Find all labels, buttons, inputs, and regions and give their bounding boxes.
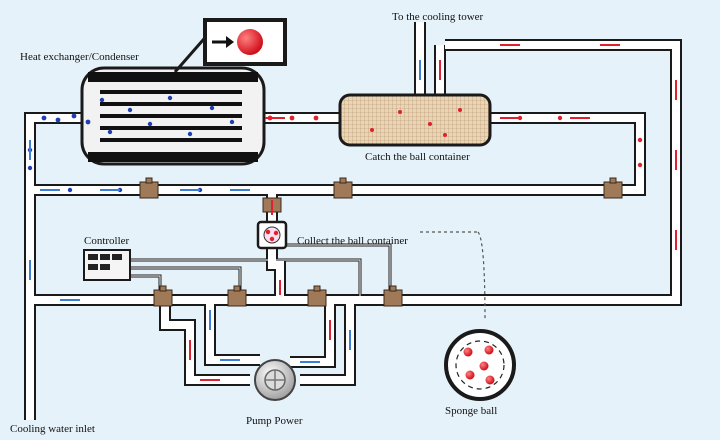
cooling-tower-label: To the cooling tower xyxy=(392,11,484,23)
blue-ball-icons xyxy=(27,95,235,193)
catch-container-label: Catch the ball container xyxy=(365,151,470,163)
controller-icon xyxy=(83,249,131,281)
pump-icon xyxy=(254,359,296,401)
collect-ball-container xyxy=(256,220,288,250)
sponge-ball-label: Sponge ball xyxy=(445,405,498,417)
ball-arrow-icon xyxy=(173,18,287,73)
valve-icons xyxy=(139,177,623,307)
cooling-inlet-label: Cooling water inlet xyxy=(10,423,95,435)
sponge-ball-icon xyxy=(420,231,516,401)
controller-label: Controller xyxy=(84,235,130,247)
flow-arrows xyxy=(29,44,677,381)
red-ball-icons xyxy=(267,108,643,168)
condenser xyxy=(80,66,266,166)
pump-power-label: Pump Power xyxy=(246,415,303,427)
heat-exchanger-label: Heat exchanger/Condenser xyxy=(20,51,139,63)
catch-ball-container xyxy=(338,93,492,147)
collect-container-label: Collect the ball container xyxy=(297,235,408,247)
